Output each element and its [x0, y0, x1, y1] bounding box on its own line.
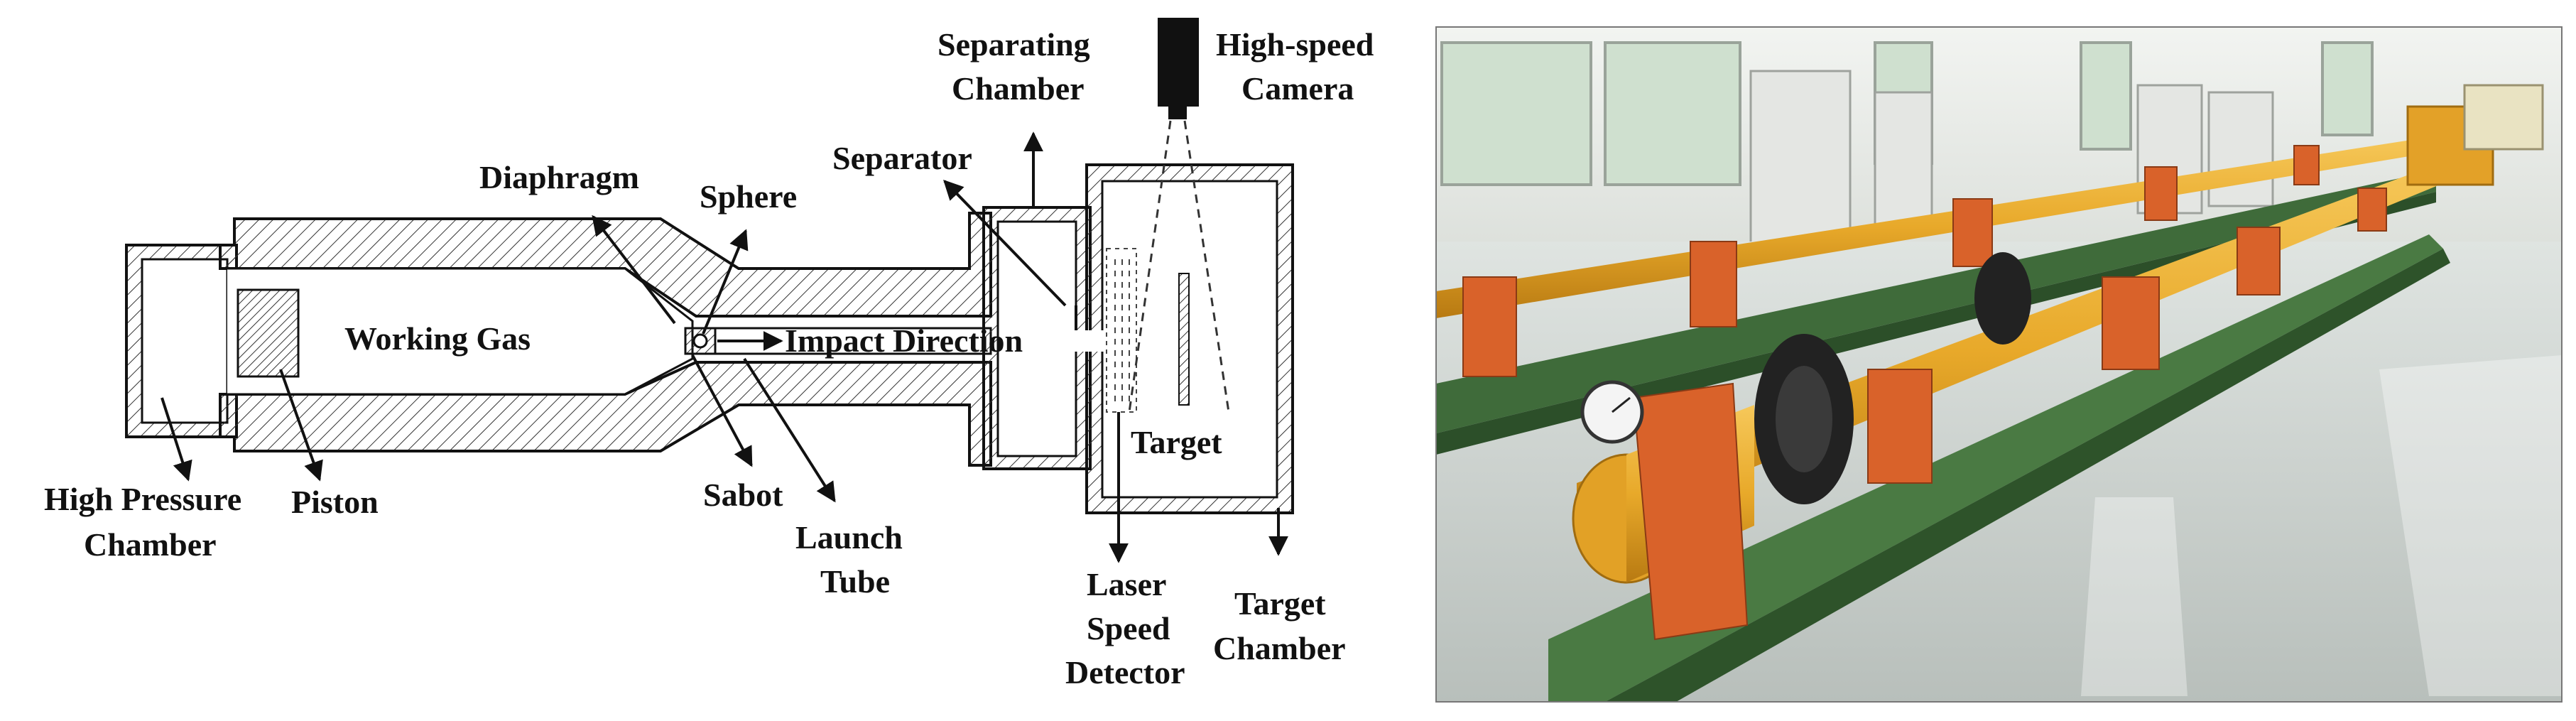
piston-shape: [237, 288, 300, 378]
front-supports: [1632, 188, 2387, 641]
label-sphere: Sphere: [700, 178, 797, 215]
laser-speed-detector-shape: [1106, 248, 1137, 413]
apparatus-photo: [1435, 26, 2563, 703]
label-launch-tube-1: Launch: [795, 519, 903, 555]
label-target-chamber-2: Chamber: [1213, 630, 1346, 666]
label-target: Target: [1131, 424, 1222, 460]
target-shape: [1178, 273, 1190, 406]
label-high-speed-camera-1: High-speed: [1216, 26, 1374, 63]
compression-tube-shape: [219, 212, 992, 467]
label-high-speed-camera-2: Camera: [1241, 70, 1354, 107]
target-chamber-shape: [1080, 163, 1294, 514]
high-pressure-chamber-shape: [125, 244, 238, 438]
pressure-gauge: [1580, 380, 1644, 444]
black-flange: [1754, 252, 2031, 504]
separating-chamber-shape: [982, 206, 1097, 470]
camera-shape: [1158, 18, 1199, 107]
label-piston: Piston: [291, 484, 379, 520]
label-sabot: Sabot: [703, 477, 783, 513]
label-separating-chamber-1: Separating: [938, 26, 1090, 63]
label-working-gas: Working Gas: [344, 320, 531, 357]
label-high-pressure-chamber-2: Chamber: [84, 526, 217, 563]
label-laser-speed-detector-1: Laser: [1087, 566, 1166, 602]
schematic-diagram: High-speed Camera Separating Chamber Sep…: [44, 18, 1374, 690]
label-target-chamber-1: Target: [1234, 585, 1326, 622]
label-laser-speed-detector-2: Speed: [1087, 610, 1170, 646]
label-separating-chamber-2: Chamber: [952, 70, 1085, 107]
label-laser-speed-detector-3: Detector: [1065, 654, 1185, 690]
label-diaphragm: Diaphragm: [479, 159, 639, 195]
label-launch-tube-2: Tube: [820, 563, 890, 600]
label-high-pressure-chamber-1: High Pressure: [44, 481, 241, 517]
label-separator: Separator: [832, 140, 972, 176]
back-supports: [1462, 145, 2320, 377]
label-impact-direction: Impact Direction: [785, 322, 1023, 359]
back-tube: [1436, 135, 2443, 318]
sphere-shape: [692, 333, 708, 349]
diagram-labels: High-speed Camera Separating Chamber Sep…: [44, 26, 1374, 690]
far-end-apparatus: [2406, 84, 2544, 186]
